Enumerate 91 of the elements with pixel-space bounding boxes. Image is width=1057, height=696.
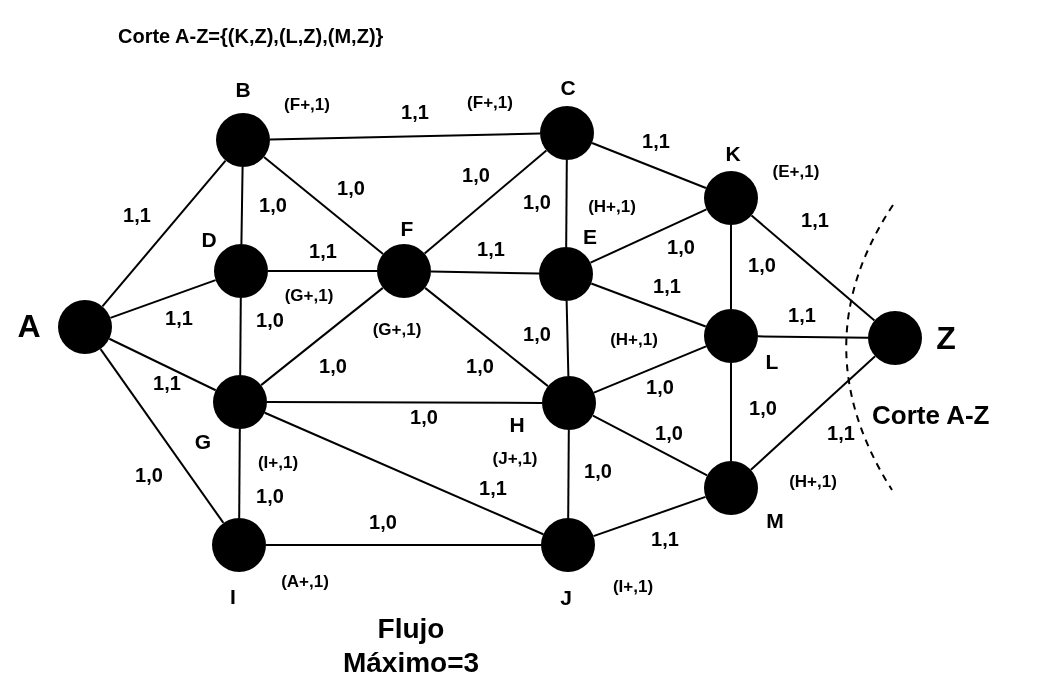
edge-line [592,345,708,394]
edge-line [263,411,545,536]
node-annotation: (G+,1) [284,286,334,304]
edge-line [592,495,707,538]
edge-line [565,300,570,377]
node-annotation: (E+,1) [772,162,820,180]
node-letter: F [400,217,414,239]
edge-label: 1,1 [477,239,505,259]
node-letter: E [583,225,597,247]
edge-label: 1,0 [256,310,284,330]
edge-line [565,159,568,248]
edge-label: 1,1 [651,529,679,549]
node-annotation: (I+,1) [612,577,654,595]
node-annotation: (J+,1) [492,449,538,467]
edge-line [591,141,707,190]
edge-label: 1,0 [256,486,284,506]
edge-line [589,208,708,264]
node-letter: B [235,78,251,100]
node-annotation: (A+,1) [281,572,329,590]
edge-line [269,132,541,141]
edge-line [749,355,877,471]
node-annotation: (H+,1) [789,472,837,490]
node-annotation: (H+,1) [588,197,636,215]
node-letter: A [17,310,41,342]
title: Corte A-Z={(K,Z),(L,Z),(M,Z)} [118,26,384,46]
edge-label: 1,0 [319,356,347,376]
edge-label: 1,0 [655,423,683,443]
cut-label: Corte A-Z [872,402,990,428]
edge-line [108,337,217,392]
edge-line [266,401,543,404]
edge-line [267,270,378,272]
node-letter: H [509,413,525,435]
edge-label: 1,1 [642,131,670,151]
edge-label: 1,1 [309,241,337,261]
edge-label: 1,0 [259,195,287,215]
edge-label: 1,0 [667,237,695,257]
edge-label: 1,1 [788,305,816,325]
edge-line [757,335,869,339]
edge-line [265,544,542,546]
edge-label: 1,1 [165,308,193,328]
edge-line [240,166,244,245]
edge-line [730,224,732,310]
edge-label: 1,0 [748,255,776,275]
edge-line [750,214,876,322]
node-letter: K [725,142,741,164]
edge-line [590,282,707,328]
edge-label: 1,1 [479,478,507,498]
node-annotation: (F+,1) [284,95,330,113]
edge-label: 1,0 [462,165,490,185]
edge-line [239,297,242,376]
node-annotation: (I+,1) [257,453,299,471]
edge-line [567,429,570,519]
edge-line [238,428,241,519]
node-letter: D [201,228,217,250]
edge-label: 1,0 [523,324,551,344]
edge-label: 1,0 [584,461,612,481]
node-annotation: (H+,1) [610,330,658,348]
edge-label: 1,0 [646,377,674,397]
node-letter: I [230,585,236,607]
edge-label: 1,1 [801,210,829,230]
edge-label: 1,0 [466,356,494,376]
caption: Flujo Máximo=3 [341,612,481,680]
edge-line [430,270,540,275]
edge-label: 1,0 [135,465,163,485]
node-letter: L [765,350,779,372]
node-letter: G [194,430,212,452]
edge-line [109,279,217,319]
edge-label: 1,0 [749,398,777,418]
edge-line [591,414,709,477]
edge-label: 1,1 [123,205,151,225]
edge-line [260,286,384,387]
edge-line [262,156,385,255]
edge-line [423,149,548,255]
node-letter: Z [936,322,956,354]
edge-label: 1,0 [337,178,365,198]
edge-line [424,286,549,388]
edge-label: 1,1 [401,102,429,122]
edge-label: 1,0 [410,407,438,427]
node-annotation: (G+,1) [372,320,422,338]
edge-label: 1,0 [369,512,397,532]
edge-label: 1,1 [153,373,181,393]
edge-line [730,362,732,462]
edge-line [101,159,227,308]
edge-label: 1,1 [653,276,681,296]
edge-label: 1,0 [523,192,551,212]
edge-label: 1,1 [827,423,855,443]
node-letter: M [766,509,784,531]
edge-line [99,348,225,524]
node-annotation: (F+,1) [467,93,513,111]
node-letter: J [560,586,572,608]
node-letter: C [560,76,576,98]
